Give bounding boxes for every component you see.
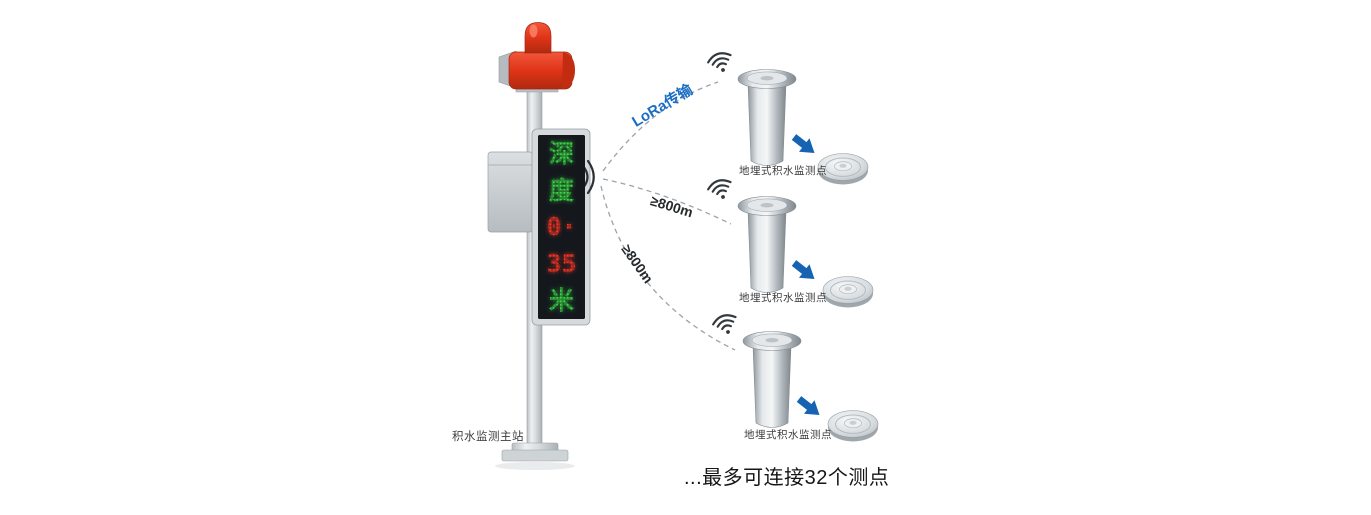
link-line-3 (600, 185, 736, 351)
led-line: 米 (548, 286, 574, 316)
link-line-1 (602, 81, 719, 172)
led-line: 0· (546, 212, 577, 242)
buried-sensor-icon (737, 69, 797, 166)
control-box (487, 151, 534, 233)
link-line-2 (602, 178, 732, 225)
sensor-label-1: 地埋式积水监测点 (739, 165, 827, 177)
alarm-beacon-icon (498, 22, 575, 93)
wifi-icon (710, 311, 741, 339)
blue-arrow-icon (788, 256, 820, 286)
sensor-label-3: 地埋式积水监测点 (744, 429, 832, 441)
buried-sensor-icon (742, 331, 802, 428)
link-lines (600, 81, 736, 351)
buried-sensor-group-2 (705, 176, 874, 308)
wifi-icon (705, 176, 736, 204)
blue-arrow-icon (793, 392, 825, 422)
footer-note: ...最多可连接32个测点 (684, 467, 890, 489)
disc-sensor-icon (822, 276, 874, 308)
buried-sensor-icon (737, 196, 797, 293)
led-line: 35 (546, 249, 577, 279)
led-display: 深 度 0· 35 米 (538, 135, 585, 319)
buried-sensor-group-3 (710, 311, 879, 442)
pole-shadow (495, 462, 575, 470)
wifi-icon (705, 49, 736, 77)
station-label: 积水监测主站 (452, 431, 524, 443)
sensor-label-2: 地埋式积水监测点 (739, 292, 827, 304)
disc-sensor-icon (827, 410, 879, 442)
led-line: 深 (548, 138, 574, 168)
led-line: 度 (548, 175, 574, 205)
blue-arrow-icon (788, 130, 820, 160)
